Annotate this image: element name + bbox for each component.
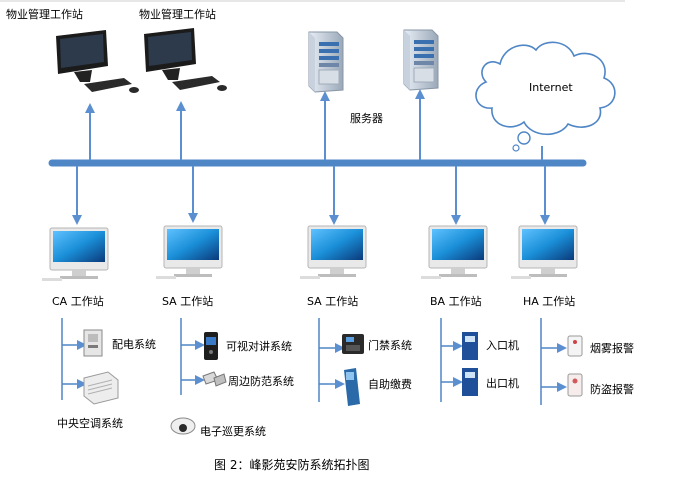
smoke-detector-icon — [567, 335, 583, 357]
exit-machine-icon — [462, 368, 478, 396]
self-payment-kiosk-icon — [344, 368, 360, 406]
ha-sub-1: 烟雾报警 — [590, 341, 634, 355]
sa1-sub-3: 电子巡更系统 — [200, 425, 266, 438]
ca-monitor — [41, 227, 109, 282]
sa1-sub-1: 可视对讲系统 — [226, 339, 292, 353]
access-control-icon — [342, 334, 364, 354]
distribution-cabinet-icon — [83, 329, 103, 357]
server-2 — [403, 29, 439, 91]
ca-station-label: CA 工作站 — [52, 294, 104, 308]
sa2-monitor — [299, 225, 367, 280]
burglar-alarm-icon — [567, 373, 583, 397]
down-arrows — [72, 166, 550, 225]
ha-monitor — [510, 225, 578, 280]
internet-label: Internet — [529, 81, 573, 94]
ca-sub-2: 中央空调系统 — [57, 416, 123, 430]
sa2-station-label: SA 工作站 — [307, 294, 358, 308]
sa2-tree-lines — [318, 318, 345, 402]
ba-sub-2: 出口机 — [486, 376, 519, 390]
sa1-station-label: SA 工作站 — [162, 294, 213, 308]
workstation-left-pc — [56, 30, 139, 93]
air-conditioner-icon — [83, 371, 119, 405]
ha-station-label: HA 工作站 — [523, 294, 575, 308]
sa2-sub-1: 门禁系统 — [368, 338, 412, 352]
ha-tree-lines — [540, 318, 567, 405]
workstation-right-pc — [144, 28, 227, 91]
workstation-left-label: 物业管理工作站 — [6, 7, 83, 21]
sa1-sub-2: 周边防范系统 — [228, 374, 294, 388]
ha-sub-2: 防盗报警 — [590, 382, 634, 396]
patrol-camera-icon — [170, 417, 196, 435]
internet-cloud — [475, 41, 616, 152]
sa2-sub-2: 自助缴费 — [368, 377, 412, 391]
perimeter-camera-icon — [202, 371, 227, 387]
ba-sub-1: 入口机 — [486, 338, 519, 352]
ca-sub-1: 配电系统 — [112, 338, 156, 351]
sa1-tree-lines — [180, 318, 205, 395]
entry-machine-icon — [462, 332, 478, 360]
video-intercom-icon — [204, 332, 218, 360]
ba-station-label: BA 工作站 — [430, 294, 482, 308]
server-label: 服务器 — [350, 112, 383, 125]
figure-caption: 图 2：峰影苑安防系统拓扑图 — [214, 457, 369, 472]
server-1 — [308, 31, 344, 93]
ba-tree-lines — [440, 318, 463, 402]
workstation-right-label: 物业管理工作站 — [139, 7, 216, 21]
sa1-monitor — [155, 225, 223, 280]
ca-tree-lines — [61, 318, 87, 400]
ba-monitor — [420, 225, 488, 280]
up-arrows — [85, 89, 543, 160]
